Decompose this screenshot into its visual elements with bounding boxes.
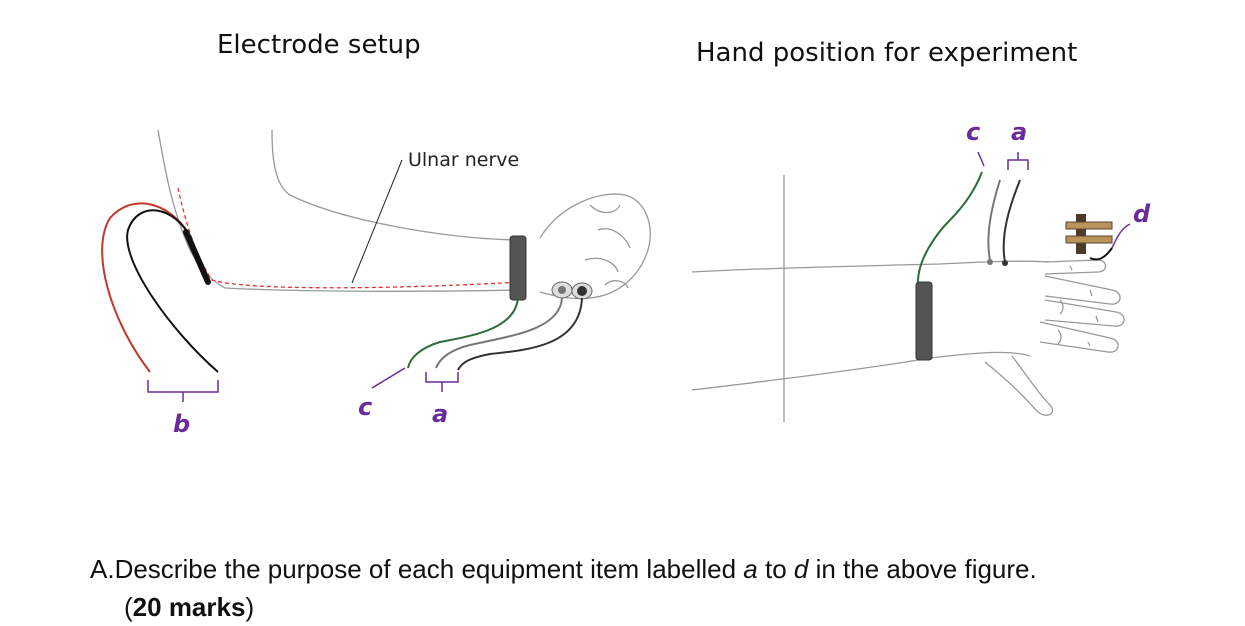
right-green-wire-c <box>917 171 983 283</box>
right-dark-wire-a <box>1002 179 1021 263</box>
black-wire-b <box>126 209 219 373</box>
finger-3 <box>1044 299 1125 327</box>
label-a-right: a <box>1011 118 1027 146</box>
left-arm-diagram <box>157 129 651 300</box>
finger-2 <box>1044 275 1121 305</box>
label-a-left: a <box>432 400 448 428</box>
marks-close: ) <box>245 592 255 622</box>
experiment-figure: Ulnar nerve b c a <box>101 118 1151 438</box>
finger-1 <box>1044 259 1107 275</box>
right-arm-top <box>691 260 1051 273</box>
pointer-d <box>1111 223 1131 249</box>
question-suffix: in the above figure. <box>808 554 1037 584</box>
bracket-a-right <box>1007 152 1029 170</box>
marks-open: ( <box>124 592 133 622</box>
left-wrist-strap <box>509 235 527 301</box>
label-c-right: c <box>966 118 980 146</box>
pointer-c <box>371 367 406 389</box>
bracket-b <box>147 380 219 402</box>
grey-wire-a <box>435 297 563 369</box>
label-c-left: c <box>358 393 372 421</box>
electrode-setup-title: Electrode setup <box>217 30 421 60</box>
red-wire-b <box>101 202 193 373</box>
marks-value: 20 marks <box>132 592 246 622</box>
left-forearm-top <box>271 129 516 241</box>
stimulating-probe <box>183 229 211 285</box>
question-to: to <box>757 554 794 584</box>
right-wrist-strap <box>915 281 933 361</box>
question-d: d <box>793 554 809 584</box>
question-prefix: A.Describe the purpose of each equipment… <box>90 554 744 584</box>
question-a: a <box>743 554 758 584</box>
bracket-a-left <box>425 372 459 392</box>
finger-4 <box>1039 321 1119 353</box>
pointer-c-right <box>977 151 985 167</box>
dark-wire-a <box>457 297 583 371</box>
right-arm-bottom <box>691 351 1031 391</box>
hand-position-title: Hand position for experiment <box>696 38 1078 68</box>
question-line-1: A.Describe the purpose of each equipment… <box>90 550 1037 588</box>
question-line-2: (20 marks) <box>90 588 1037 626</box>
green-wire-c <box>407 297 519 369</box>
ulnar-nerve-label: Ulnar nerve <box>408 149 519 171</box>
force-transducer-d <box>1065 214 1113 261</box>
thumb <box>984 355 1054 416</box>
ulnar-nerve-pointer <box>351 159 403 284</box>
label-b: b <box>173 410 190 438</box>
right-grey-wire-a <box>987 179 1001 261</box>
left-arm-outline <box>157 129 521 292</box>
question-text: A.Describe the purpose of each equipment… <box>90 550 1037 626</box>
ulnar-nerve-line <box>177 187 521 289</box>
right-arm-diagram <box>691 175 1125 422</box>
label-d: d <box>1133 200 1151 228</box>
